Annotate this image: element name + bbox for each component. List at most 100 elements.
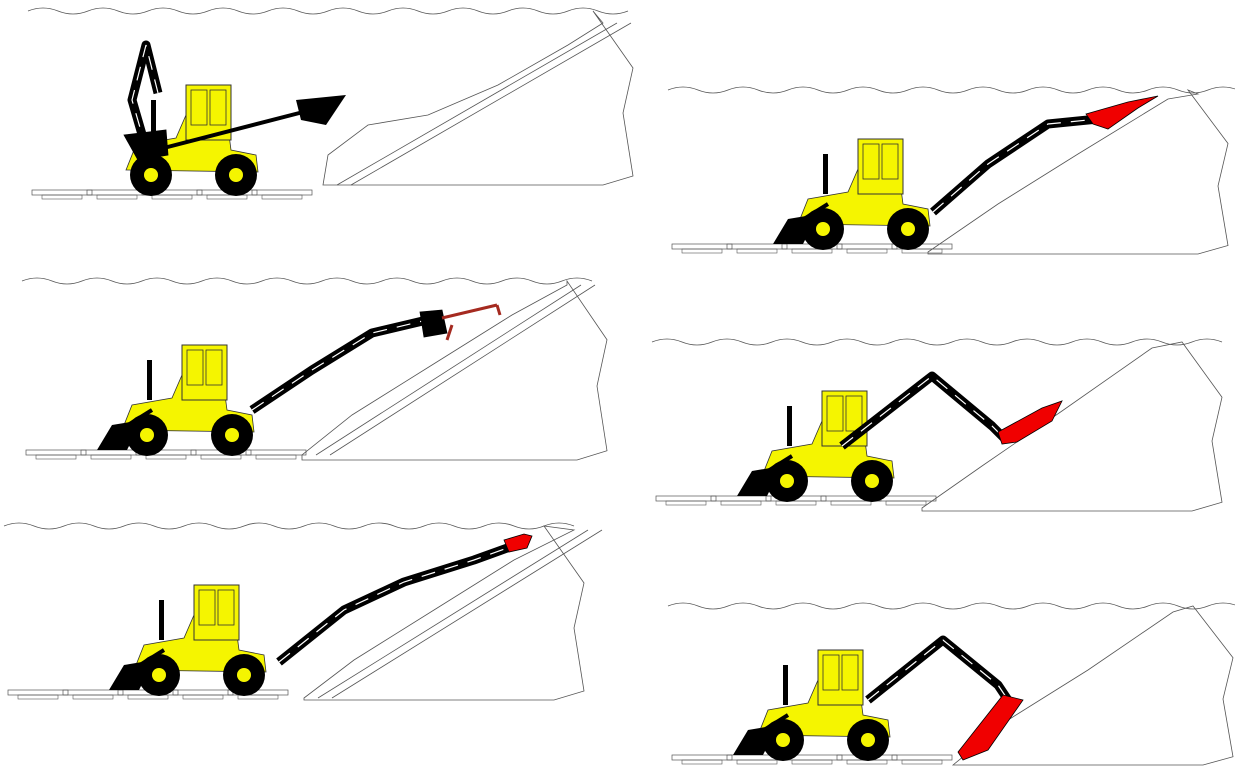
wheel-hub — [865, 474, 879, 488]
operator-cab — [182, 345, 227, 400]
base-slab — [682, 760, 722, 764]
slope-line — [337, 23, 617, 185]
arm-attachment — [958, 695, 1023, 760]
base-slab — [837, 244, 897, 249]
base-slab — [8, 690, 68, 695]
base-slab — [42, 195, 82, 199]
slope-line — [330, 285, 595, 455]
wheel-hub — [780, 474, 794, 488]
panel-drawing — [4, 520, 584, 710]
panel-drawing — [22, 275, 607, 470]
base-slab — [656, 496, 716, 501]
base-slab — [36, 455, 76, 459]
arm-attachment — [998, 401, 1062, 444]
arm-attachment — [420, 310, 447, 337]
base-slab — [73, 695, 113, 699]
base-slab — [207, 195, 247, 199]
base-slab — [91, 455, 131, 459]
panel-stage-3 — [22, 275, 607, 470]
wheel-hub — [229, 168, 243, 182]
rock-mass-outline — [922, 342, 1222, 511]
panel-stage-2 — [668, 84, 1228, 264]
exhaust-pipe — [147, 360, 152, 400]
panel-stage-1 — [28, 5, 633, 195]
backhoe-loader — [109, 585, 266, 696]
base-slab — [886, 501, 926, 505]
slope-line — [332, 530, 602, 698]
ground-surface-line — [22, 278, 592, 284]
base-slab — [792, 760, 832, 764]
base-slab — [682, 249, 722, 253]
base-slab — [737, 760, 777, 764]
operator-cab — [194, 585, 239, 640]
base-slab — [672, 755, 732, 760]
wheel-hub — [901, 222, 915, 236]
base-slab — [63, 690, 123, 695]
ground-surface-line — [28, 8, 628, 14]
base-slab — [831, 501, 871, 505]
exhaust-pipe — [787, 406, 792, 446]
wheel-hub — [816, 222, 830, 236]
base-slab — [711, 496, 771, 501]
base-slab — [721, 501, 761, 505]
exhaust-pipe — [783, 665, 788, 705]
base-slab — [152, 195, 192, 199]
ground-surface-line — [668, 87, 1235, 93]
base-slab — [256, 455, 296, 459]
base-slab — [666, 501, 706, 505]
backhoe-loader — [733, 650, 890, 761]
base-slab — [183, 695, 223, 699]
base-slab — [252, 190, 312, 195]
wheel-hub — [152, 668, 166, 682]
excavator-boom — [933, 119, 1098, 212]
excavator-boom — [868, 640, 1008, 700]
operator-cab — [822, 391, 867, 446]
slope-line — [351, 23, 631, 185]
backhoe-loader — [737, 391, 894, 502]
panel-stage-6 — [668, 600, 1233, 775]
boom-cylinder-line — [933, 119, 1098, 212]
ground-surface-line — [4, 523, 574, 529]
rock-mass-outline — [302, 281, 607, 460]
slope-line — [316, 285, 581, 455]
slope-line — [318, 530, 588, 698]
panel-drawing — [668, 84, 1228, 264]
base-slab — [97, 195, 137, 199]
ground-surface-line — [668, 603, 1235, 609]
base-slab — [892, 755, 952, 760]
arm-attachment — [1086, 96, 1158, 129]
base-slab — [26, 450, 86, 455]
wheel-hub — [237, 668, 251, 682]
wheel-hub — [140, 428, 154, 442]
wheel-hub — [144, 168, 158, 182]
ground-surface-line — [652, 339, 1222, 345]
panel-drawing — [652, 336, 1222, 521]
base-slab — [672, 244, 732, 249]
excavator-boom — [279, 542, 524, 662]
panel-stage-5 — [4, 520, 584, 710]
base-slab — [847, 249, 887, 253]
base-slab — [776, 501, 816, 505]
panel-drawing — [668, 600, 1233, 775]
base-slab — [737, 249, 777, 253]
rock-mass-outline — [323, 11, 633, 185]
backhoe-bucket — [124, 130, 168, 160]
rake-attachment — [442, 305, 500, 340]
exhaust-pipe — [823, 154, 828, 194]
base-slab — [902, 760, 942, 764]
wheel-hub — [776, 733, 790, 747]
base-slab — [146, 455, 186, 459]
base-slab — [18, 695, 58, 699]
operator-cab — [818, 650, 863, 705]
arm-attachment — [504, 534, 532, 552]
exhaust-pipe — [159, 600, 164, 640]
backhoe-loader — [97, 345, 254, 456]
backhoe-loader — [773, 139, 930, 250]
panel-drawing — [28, 5, 633, 195]
base-slab — [727, 244, 787, 249]
operator-cab — [858, 139, 903, 194]
base-slab — [262, 195, 302, 199]
base-slab — [246, 450, 306, 455]
panel-stage-4 — [652, 336, 1222, 521]
base-slab — [173, 690, 233, 695]
